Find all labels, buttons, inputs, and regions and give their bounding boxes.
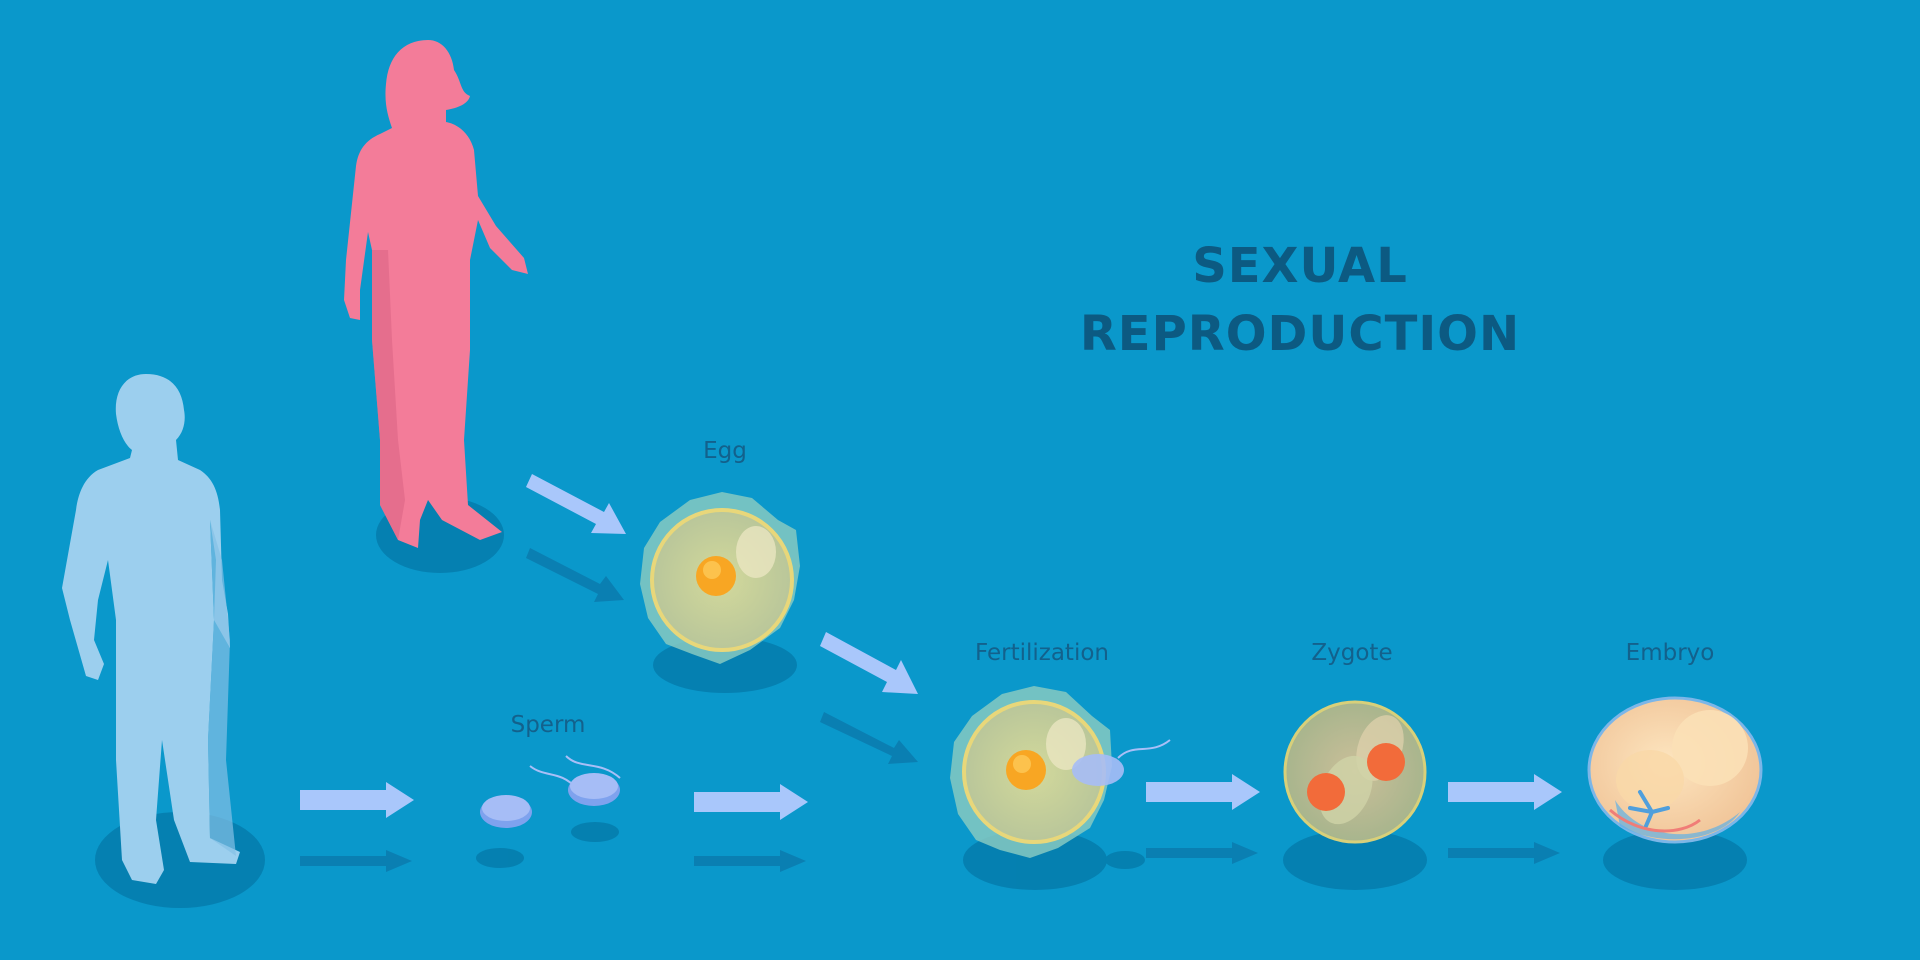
title-line-1: SEXUAL: [1192, 238, 1408, 294]
label-sperm: Sperm: [510, 712, 586, 738]
woman-figure: [344, 40, 528, 548]
embryo-cell: [1587, 696, 1763, 844]
label-embryo: Embryo: [1625, 640, 1715, 666]
label-zygote: Zygote: [1311, 640, 1393, 666]
egg-cell: [640, 492, 800, 664]
sperm-cells: [480, 755, 621, 828]
fertilization-cell: [950, 686, 1171, 858]
arrows: [300, 474, 1562, 872]
man-figure: [62, 374, 240, 884]
floor-shadows: [95, 497, 1747, 908]
label-fertilization: Fertilization: [975, 640, 1109, 666]
title-line-2: REPRODUCTION: [1079, 306, 1521, 362]
label-egg: Egg: [703, 438, 747, 464]
page-title: SEXUAL REPRODUCTION: [1040, 232, 1560, 368]
zygote-cell: [1283, 700, 1427, 844]
